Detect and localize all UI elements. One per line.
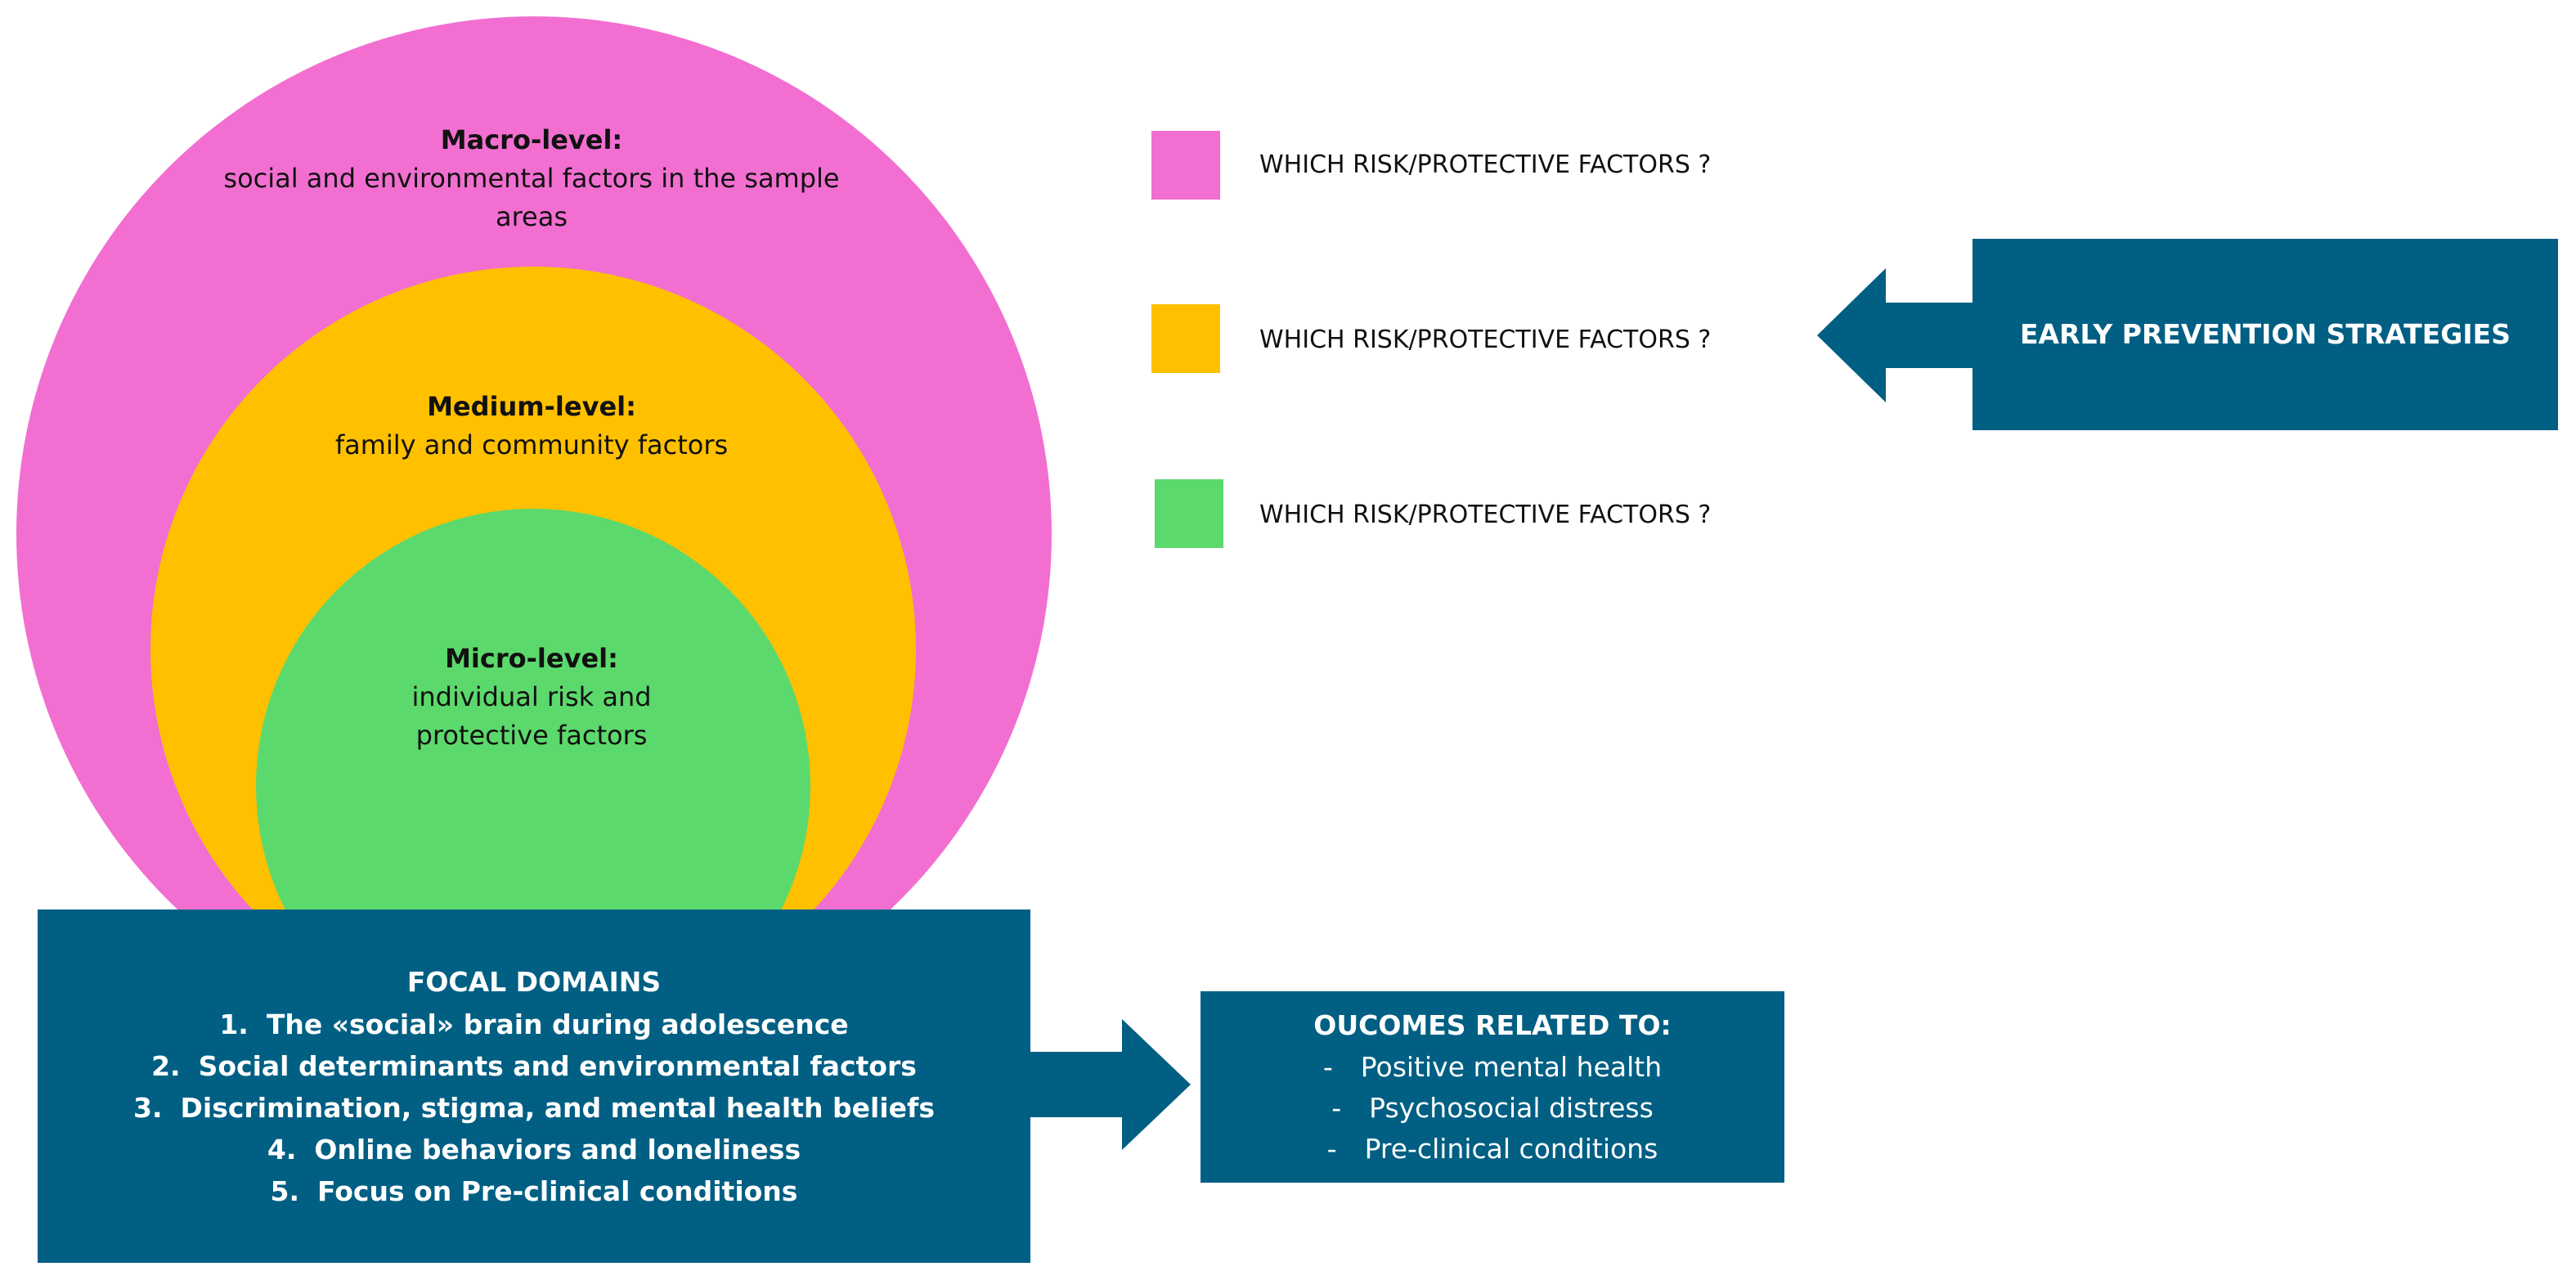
left-arrow-icon — [1817, 268, 1977, 402]
legend-swatch-macro — [1151, 131, 1220, 200]
macro-level-description-line-1: social and environmental factors in the … — [223, 163, 840, 194]
medium-level-description: family and community factors — [334, 429, 729, 460]
focal-domain-number: 5. — [270, 1174, 300, 1207]
focal-domains-title: FOCAL DOMAINS — [406, 965, 662, 998]
focal-domain-item: 3. Discrimination, stigma, and mental hea… — [133, 1087, 935, 1129]
focal-domain-text: Online behaviors and loneliness — [314, 1133, 801, 1165]
focal-domain-item: 4. Online behaviors and loneliness — [133, 1129, 935, 1170]
outcome-item: -Pre-clinical conditions — [1323, 1129, 1662, 1170]
micro-level-label: Micro-level: individual risk and protect… — [360, 640, 703, 755]
early-prevention-box: EARLY PREVENTION STRATEGIES — [1972, 239, 2558, 430]
outcome-text: Positive mental health — [1360, 1051, 1663, 1083]
micro-level-title: Micro-level: — [445, 643, 618, 674]
macro-level-description-line-2: areas — [495, 201, 568, 232]
outcome-item: -Psychosocial distress — [1323, 1088, 1662, 1129]
focal-domain-number: 3. — [133, 1091, 163, 1124]
legend-text-micro: WHICH RISK/PROTECTIVE FACTORS ? — [1259, 501, 1712, 529]
outcome-text: Psychosocial distress — [1369, 1092, 1654, 1124]
macro-level-title: Macro-level: — [440, 124, 623, 155]
focal-domain-item: 1. The «social» brain during adolescence — [133, 1004, 935, 1045]
focal-domains-list: 1.The «social» brain during adolescence … — [133, 1004, 935, 1212]
focal-domain-item: 5. Focus on Pre-clinical conditions — [133, 1170, 935, 1212]
focal-domain-text: Focus on Pre-clinical conditions — [317, 1174, 798, 1207]
outcomes-title: OUCOMES RELATED TO: — [1313, 1009, 1672, 1041]
micro-level-description-line-2: protective factors — [415, 720, 648, 751]
outcome-dash: - — [1331, 1092, 1342, 1124]
outcomes-list: -Positive mental health -Psychosocial di… — [1323, 1047, 1662, 1170]
macro-level-label: Macro-level: social and environmental fa… — [196, 121, 867, 236]
outcome-text: Pre-clinical conditions — [1364, 1133, 1658, 1165]
medium-level-title: Medium-level: — [427, 391, 636, 422]
outcome-item: -Positive mental health — [1323, 1047, 1662, 1088]
medium-level-label: Medium-level: family and community facto… — [262, 388, 801, 465]
focal-domain-text: The «social» brain during adolescence — [266, 1008, 849, 1040]
early-prevention-label: EARLY PREVENTION STRATEGIES — [2020, 318, 2511, 350]
focal-domains-box: FOCAL DOMAINS 1. The «social» brain durin… — [38, 909, 1030, 1263]
focal-domain-text: Social determinants and environmental fa… — [198, 1049, 917, 1082]
right-arrow-icon — [1030, 1019, 1191, 1150]
focal-domain-number: 1. — [219, 1008, 249, 1040]
legend-swatch-medium — [1151, 304, 1220, 373]
focal-domain-number: 2. — [151, 1049, 181, 1082]
micro-level-description-line-1: individual risk and — [411, 681, 652, 712]
legend-text-medium: WHICH RISK/PROTECTIVE FACTORS ? — [1259, 326, 1712, 354]
outcome-dash: - — [1322, 1051, 1333, 1083]
outcomes-box: OUCOMES RELATED TO: -Positive mental hea… — [1200, 991, 1784, 1183]
outcome-dash: - — [1326, 1133, 1337, 1165]
legend-text-macro: WHICH RISK/PROTECTIVE FACTORS ? — [1259, 150, 1712, 179]
focal-domain-number: 4. — [267, 1133, 297, 1165]
legend-swatch-micro — [1155, 479, 1223, 548]
focal-domain-item: 2. Social determinants and environmental … — [133, 1045, 935, 1087]
focal-domain-text: Discrimination, stigma, and mental healt… — [180, 1091, 935, 1124]
